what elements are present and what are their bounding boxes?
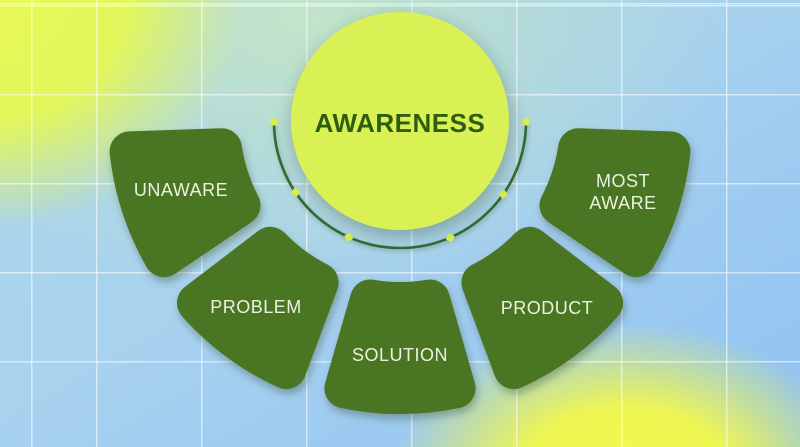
segment-product	[461, 226, 624, 390]
awareness-title: AWARENESS	[315, 108, 486, 138]
segment-solution	[324, 279, 476, 414]
segment-most-aware	[539, 128, 691, 278]
progress-arc	[272, 120, 528, 250]
segment-label-solution: SOLUTION	[352, 345, 448, 365]
segment-label-product: PRODUCT	[501, 298, 594, 318]
segment-label-most-aware-line2: AWARE	[589, 193, 656, 213]
awareness-circle	[291, 12, 509, 230]
arc-dot	[291, 188, 300, 197]
segment-label-most-aware-line1: MOST	[596, 171, 650, 191]
segment-problem	[176, 226, 339, 390]
arc-dot	[498, 190, 508, 199]
segment-unaware	[109, 128, 261, 278]
arc-dot	[522, 118, 530, 126]
arc-dot	[446, 233, 455, 242]
arc-dots	[270, 118, 530, 242]
arc-dot	[344, 232, 353, 242]
arc-dot	[270, 118, 278, 126]
segment-label-problem: PROBLEM	[210, 297, 302, 317]
fan-segments	[109, 128, 691, 414]
segment-label-unaware: UNAWARE	[134, 180, 228, 200]
